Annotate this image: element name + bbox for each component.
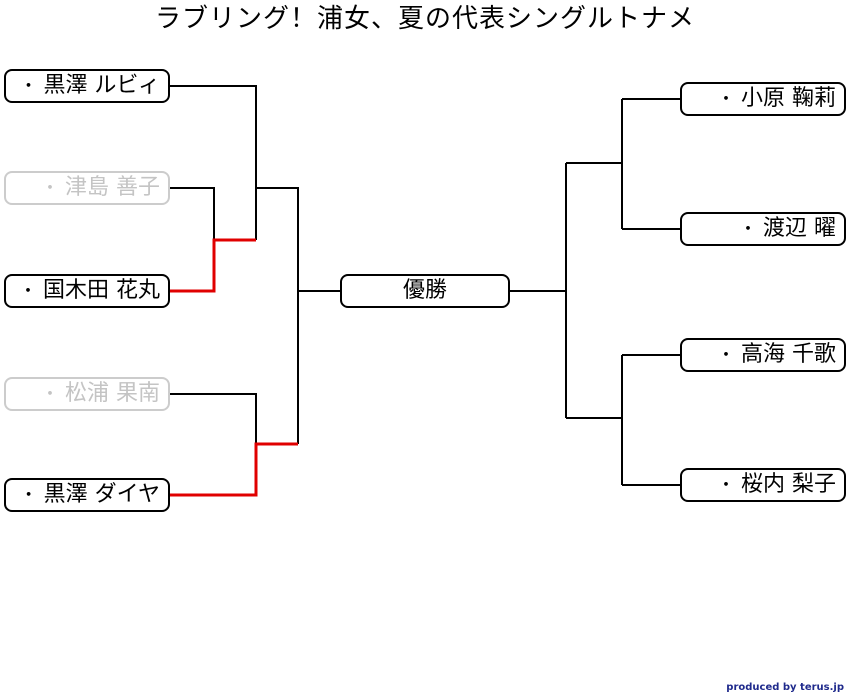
player-name: 松浦 果南 xyxy=(65,381,160,406)
player-box-right-3: ・高海 千歌 xyxy=(680,338,846,372)
player-name: 黒澤 ダイヤ xyxy=(43,482,160,507)
player-box-left-5: ・黒澤 ダイヤ xyxy=(4,478,170,512)
bullet-mark: ・ xyxy=(717,345,735,366)
player-box-left-2: ・津島 善子 xyxy=(4,171,170,205)
win-path-hanamaru xyxy=(170,238,256,293)
bullet-mark: ・ xyxy=(41,384,59,405)
bullet-mark: ・ xyxy=(739,219,757,240)
player-box-left-3: ・国木田 花丸 xyxy=(4,274,170,308)
player-name: 津島 善子 xyxy=(65,175,160,200)
bullet-mark: ・ xyxy=(19,485,38,506)
line-left-p4-feed xyxy=(170,393,257,444)
player-name: 国木田 花丸 xyxy=(43,278,160,303)
line-left-semi-upper xyxy=(256,187,299,444)
player-box-left-4: ・松浦 果南 xyxy=(4,377,170,411)
champion-label: 優勝 xyxy=(402,278,447,303)
player-box-right-1: ・小原 鞠莉 xyxy=(680,82,846,116)
bullet-mark: ・ xyxy=(19,281,37,302)
player-name: 高海 千歌 xyxy=(741,342,836,367)
player-name: 小原 鞠莉 xyxy=(741,86,836,111)
credit-link[interactable]: produced by terus.jp xyxy=(726,682,844,693)
left-bracket-lines xyxy=(170,85,340,444)
player-name: 渡辺 曜 xyxy=(763,216,836,241)
bullet-mark: ・ xyxy=(717,475,735,496)
player-box-left-1: ・黒澤 ルビィ xyxy=(4,69,170,103)
bullet-mark: ・ xyxy=(717,89,735,110)
tournament-title: ラブリング！浦女、夏の代表シングルトナメ xyxy=(154,4,695,34)
champion-box: 優勝 xyxy=(340,274,510,308)
player-box-right-4: ・桜内 梨子 xyxy=(680,468,846,502)
win-path-dia xyxy=(170,442,298,497)
line-left-p2-feed xyxy=(170,187,215,240)
right-bracket-lines xyxy=(510,98,680,486)
player-name: 桜内 梨子 xyxy=(741,472,836,497)
left-winning-paths xyxy=(170,238,298,497)
bullet-mark: ・ xyxy=(41,178,59,199)
player-name: 黒澤 ルビィ xyxy=(43,73,160,98)
bullet-mark: ・ xyxy=(19,76,38,97)
player-box-right-2: ・渡辺 曜 xyxy=(680,212,846,246)
